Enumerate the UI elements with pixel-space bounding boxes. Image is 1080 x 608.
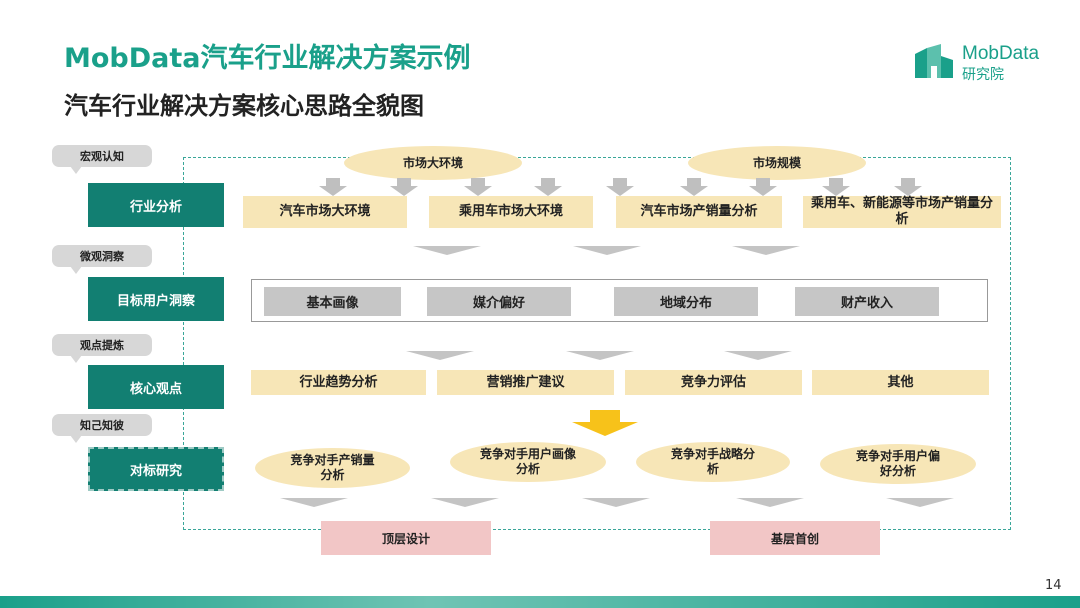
down-arrow-icon (534, 178, 562, 196)
market-environment-oval: 市场大环境 (344, 146, 522, 180)
page-title: MobData汽车行业解决方案示例 (64, 43, 471, 74)
down-arrow-icon (606, 178, 634, 196)
user-box: 媒介偏好 (427, 287, 571, 316)
flat-arrow-icon (582, 498, 650, 507)
market-scale-oval: 市场规模 (688, 146, 866, 180)
down-arrow-icon (680, 178, 708, 196)
down-arrow-icon (822, 178, 850, 196)
benchmark-oval: 竞争对手用户偏好分析 (820, 444, 976, 484)
flat-arrow-icon (566, 351, 634, 360)
page-number: 14 (1045, 578, 1062, 593)
flat-arrow-icon (280, 498, 348, 507)
stage-bubble: 知己知彼 (52, 414, 152, 443)
industry-box: 汽车市场产销量分析 (616, 196, 782, 228)
flat-arrow-icon (886, 498, 954, 507)
down-arrow-icon (464, 178, 492, 196)
stage-label: 目标用户洞察 (88, 277, 224, 321)
core-box: 营销推广建议 (437, 370, 614, 395)
industry-box: 乘用车市场大环境 (429, 196, 593, 228)
core-box: 行业趋势分析 (251, 370, 426, 395)
stage-bubble: 微观洞察 (52, 245, 152, 274)
down-arrow-icon (749, 178, 777, 196)
bottom-accent-bar (0, 596, 1080, 608)
page-subtitle: 汽车行业解决方案核心思路全貌图 (64, 92, 424, 120)
down-arrow-icon (319, 178, 347, 196)
output-box-grassroots: 基层首创 (710, 521, 880, 555)
diagram-frame (183, 157, 1011, 530)
flat-arrow-icon (732, 246, 800, 255)
benchmark-oval: 竞争对手产销量分析 (255, 448, 410, 488)
output-box-top-design: 顶层设计 (321, 521, 491, 555)
industry-box: 乘用车、新能源等市场产销量分析 (803, 196, 1001, 228)
flat-arrow-icon (431, 498, 499, 507)
industry-box: 汽车市场大环境 (243, 196, 407, 228)
stage-label: 行业分析 (88, 183, 224, 227)
benchmark-oval: 竞争对手战略分析 (636, 442, 790, 482)
core-box: 其他 (812, 370, 989, 395)
yellow-down-arrow-icon (572, 410, 638, 436)
flat-arrow-icon (413, 246, 481, 255)
flat-arrow-icon (724, 351, 792, 360)
user-box: 地域分布 (614, 287, 758, 316)
stage-bubble: 宏观认知 (52, 145, 152, 174)
user-box: 财产收入 (795, 287, 939, 316)
stage-bubble: 观点提炼 (52, 334, 152, 363)
core-box: 竞争力评估 (625, 370, 802, 395)
logo-sub: 研究院 (962, 67, 1004, 83)
flat-arrow-icon (736, 498, 804, 507)
stage-label: 核心观点 (88, 365, 224, 409)
benchmark-oval: 竞争对手用户画像分析 (450, 442, 606, 482)
flat-arrow-icon (406, 351, 474, 360)
logo-name: MobData (962, 43, 1040, 64)
down-arrow-icon (390, 178, 418, 196)
building-blocks-icon (915, 44, 953, 78)
flat-arrow-icon (573, 246, 641, 255)
stage-label: 对标研究 (88, 447, 224, 491)
down-arrow-icon (894, 178, 922, 196)
user-box: 基本画像 (264, 287, 401, 316)
